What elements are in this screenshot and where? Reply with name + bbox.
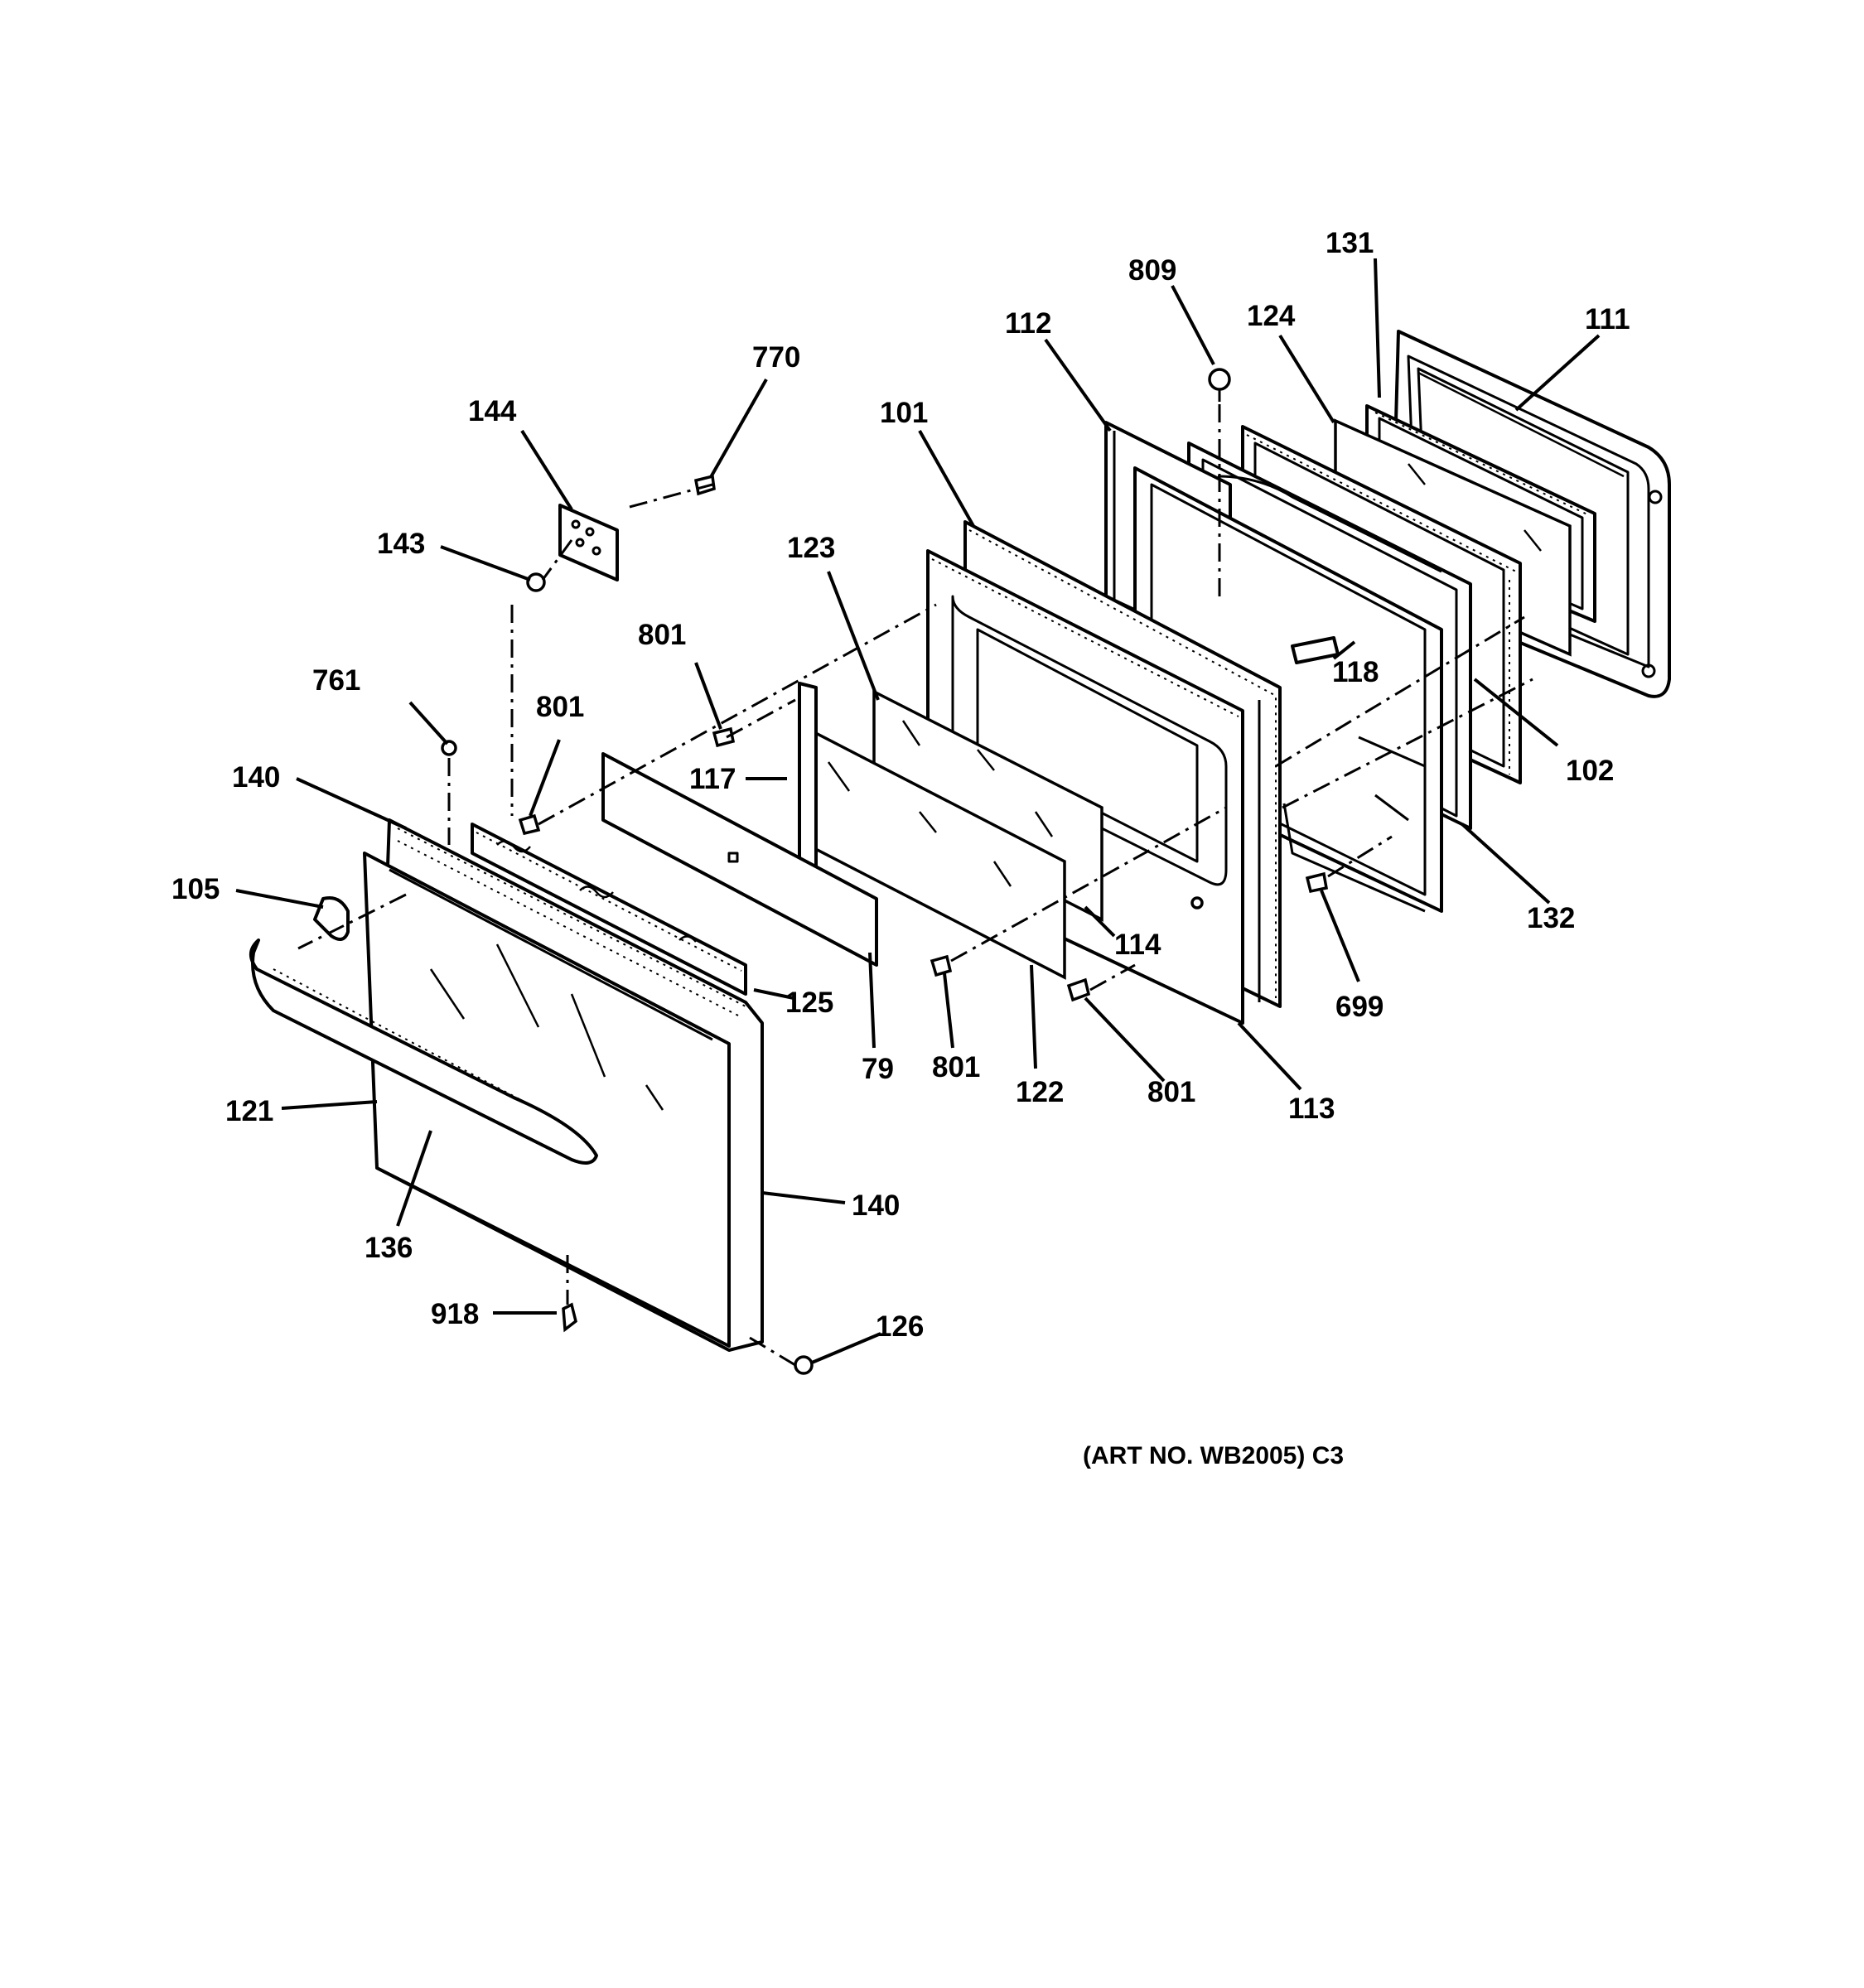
fastener-801-screw-d xyxy=(1066,977,1091,1002)
fastener-761-screw xyxy=(441,740,457,756)
callout-126: 126 xyxy=(876,1310,924,1343)
callout-117: 117 xyxy=(689,763,736,795)
callout-124: 124 xyxy=(1247,300,1296,332)
fastener-143-nut xyxy=(526,572,546,592)
callout-105: 105 xyxy=(171,873,220,905)
callout-132: 132 xyxy=(1527,902,1575,934)
fastener-699-screw xyxy=(1305,871,1329,894)
callout-labels: 131 809 124 111 112 770 101 144 123 143 … xyxy=(171,227,1630,1343)
callout-761: 761 xyxy=(312,664,360,697)
callout-801-d: 801 xyxy=(1147,1076,1195,1108)
callout-140-b: 140 xyxy=(852,1189,900,1222)
callout-123: 123 xyxy=(787,532,835,564)
fastener-918-screw xyxy=(562,1302,577,1333)
fastener-809-screw xyxy=(1208,368,1231,402)
callout-111: 111 xyxy=(1585,303,1630,335)
assembly-lines xyxy=(297,404,1533,1367)
callout-801-a: 801 xyxy=(638,619,686,651)
callout-102: 102 xyxy=(1566,755,1614,787)
part-117-side-bracket xyxy=(798,682,818,871)
callout-101: 101 xyxy=(880,397,928,429)
callout-801-b: 801 xyxy=(536,691,584,723)
fastener-801-screw-a xyxy=(712,726,736,748)
part-79-baffle xyxy=(601,752,878,967)
part-121-door-handle xyxy=(249,939,598,1165)
callout-699: 699 xyxy=(1335,991,1384,1023)
callout-918: 918 xyxy=(431,1298,479,1330)
callout-113: 113 xyxy=(1288,1093,1335,1125)
callout-809: 809 xyxy=(1128,254,1176,287)
callout-121: 121 xyxy=(225,1095,273,1127)
callout-144: 144 xyxy=(468,395,517,427)
art-reference: (ART NO. WB2005) C3 xyxy=(1083,1442,1344,1469)
part-140-outer-door-panel xyxy=(363,818,764,1352)
callout-143: 143 xyxy=(377,528,425,560)
callout-79: 79 xyxy=(862,1053,894,1085)
fastener-801-screw-c xyxy=(930,954,953,977)
leader-lines xyxy=(235,258,1601,1364)
fastener-801-screw-b xyxy=(518,813,541,836)
callout-118: 118 xyxy=(1332,656,1379,688)
callout-136: 136 xyxy=(365,1232,413,1264)
part-144-hinge-plate xyxy=(558,504,619,581)
fastener-126-plug xyxy=(794,1355,814,1375)
callout-770: 770 xyxy=(752,341,800,374)
callout-122: 122 xyxy=(1016,1076,1064,1108)
callout-131: 131 xyxy=(1326,227,1374,259)
callout-140-a: 140 xyxy=(232,761,280,794)
callout-801-c: 801 xyxy=(932,1051,980,1083)
part-125-insulation xyxy=(471,823,747,996)
callout-125: 125 xyxy=(785,987,833,1019)
callout-114: 114 xyxy=(1114,929,1161,961)
callout-112: 112 xyxy=(1005,307,1051,340)
